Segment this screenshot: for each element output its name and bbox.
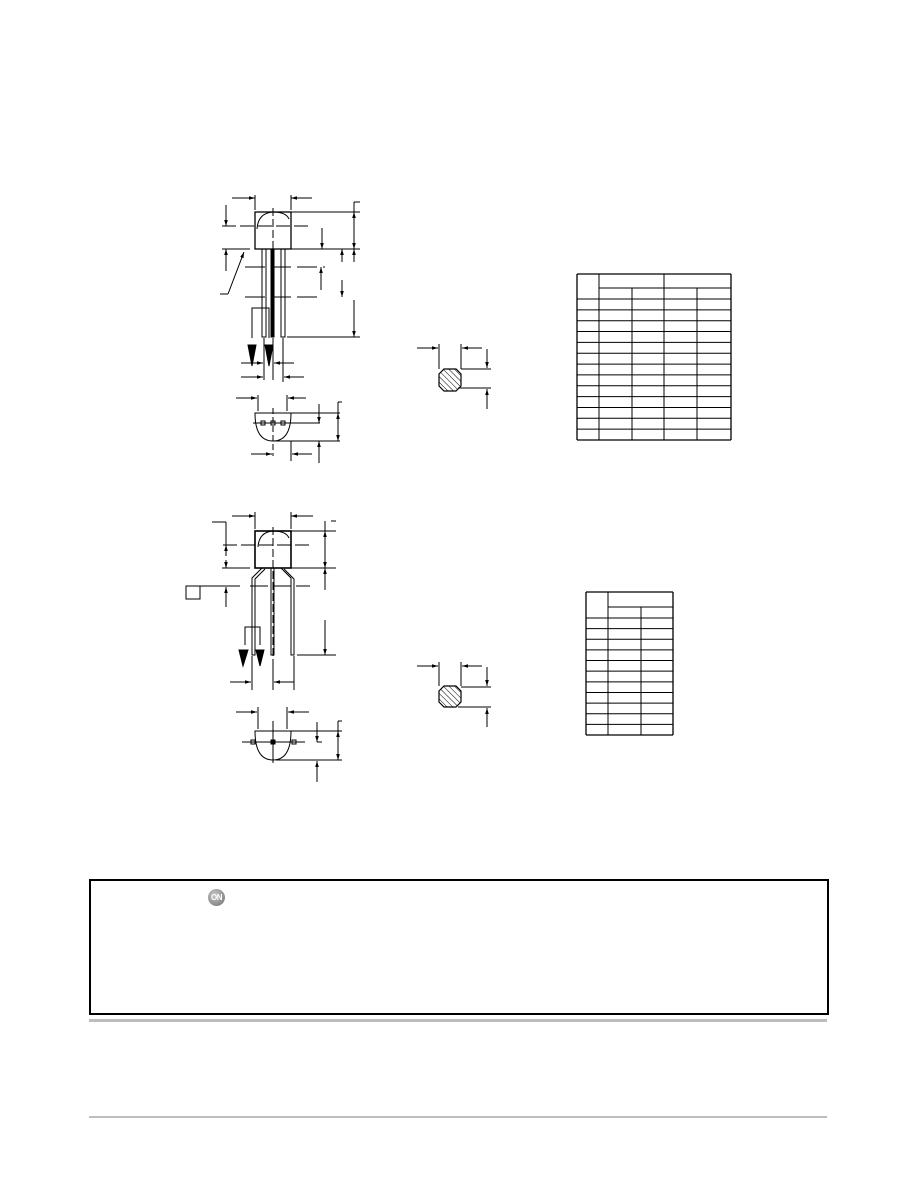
top-bottom-view — [236, 395, 342, 463]
bottom-bottom-view — [236, 707, 342, 782]
on-logo[interactable]: ON — [208, 889, 225, 906]
dimension-table-2 — [585, 591, 674, 736]
top-lead-section — [417, 344, 491, 409]
dimension-table-1 — [576, 273, 732, 441]
bottom-lead-section — [417, 662, 491, 727]
top-front-view — [220, 195, 360, 382]
bottom-front-view — [185, 512, 336, 690]
footer-contact-box: ON — [89, 879, 829, 1015]
page-bottom-rule — [89, 1116, 827, 1118]
divider-rule — [89, 1019, 827, 1022]
